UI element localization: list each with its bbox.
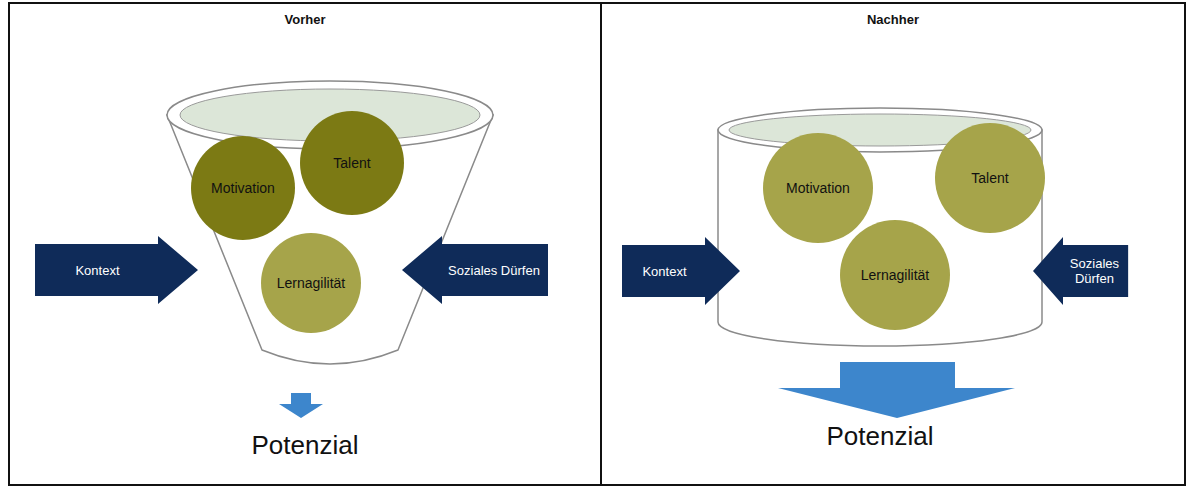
circle-fill bbox=[300, 111, 404, 215]
node-text: Talent bbox=[333, 155, 370, 171]
node-text: Nachher bbox=[602, 4, 1184, 27]
node-text: Kontext bbox=[642, 264, 686, 279]
arrow-fill bbox=[402, 236, 548, 304]
arrow-fill bbox=[622, 237, 740, 305]
factor-circle: Motivation bbox=[191, 136, 295, 240]
node-text: Kontext bbox=[75, 263, 119, 278]
influence-arrow: Soziales Dürfen bbox=[1033, 237, 1128, 305]
arrow-fill bbox=[35, 236, 198, 304]
output-arrow bbox=[279, 393, 323, 418]
circle-fill bbox=[763, 133, 873, 243]
circle-fill bbox=[261, 233, 361, 333]
output-arrow bbox=[778, 362, 1015, 418]
result-label: Potenzial bbox=[185, 430, 425, 461]
node-text: Soziales Dürfen bbox=[1067, 256, 1122, 286]
node-text: Lernagilität bbox=[861, 267, 930, 283]
comparison-panel: NachherMotivation TalentLernagilität Konte… bbox=[600, 2, 1186, 486]
factor-circle: Talent bbox=[300, 111, 404, 215]
node-text: Lernagilität bbox=[277, 275, 346, 291]
node-text: Motivation bbox=[211, 180, 275, 196]
factor-circle: Lernagilität bbox=[261, 233, 361, 333]
influence-arrow: Soziales Dürfen bbox=[402, 236, 548, 304]
arrow-fill bbox=[1033, 237, 1128, 305]
influence-arrow: Kontext bbox=[622, 237, 740, 305]
circle-fill bbox=[840, 220, 950, 330]
factor-circle: Lernagilität bbox=[840, 220, 950, 330]
comparison-panel: VorherMotivation TalentLernagilität Kontex… bbox=[8, 2, 602, 486]
node-text: Soziales Dürfen bbox=[448, 263, 540, 278]
influence-arrow: Kontext bbox=[35, 236, 198, 304]
result-label: Potenzial bbox=[760, 421, 1000, 452]
node-text: Vorher bbox=[10, 4, 600, 27]
factor-circle: Motivation bbox=[763, 133, 873, 243]
node-text: Motivation bbox=[786, 180, 850, 196]
node-text: Talent bbox=[971, 170, 1008, 186]
factor-circle: Talent bbox=[935, 123, 1045, 233]
circle-fill bbox=[191, 136, 295, 240]
circle-fill bbox=[935, 123, 1045, 233]
